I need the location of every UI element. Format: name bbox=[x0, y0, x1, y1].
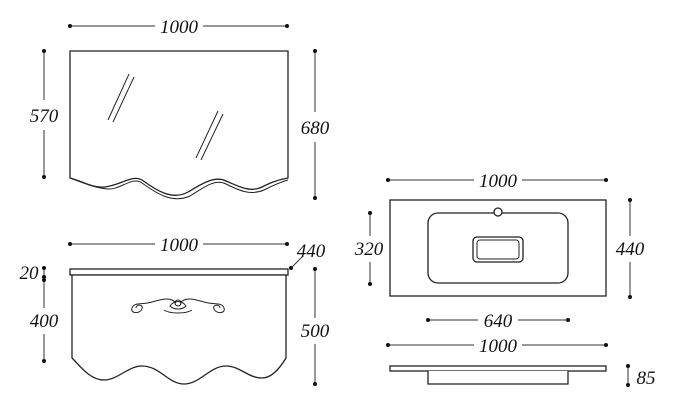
cabinet-top-thickness-label: 20 bbox=[20, 263, 40, 284]
mirror-reflection bbox=[107, 73, 130, 121]
mirror-view: 1000 570 680 bbox=[30, 17, 330, 200]
sink-drain bbox=[472, 236, 524, 263]
mirror-height-dimension: 570 bbox=[30, 49, 59, 179]
sink-side-view: 1000 85 bbox=[386, 336, 656, 389]
sink-side-width-label: 1000 bbox=[479, 336, 518, 357]
mirror-width-label: 1000 bbox=[160, 17, 199, 38]
cabinet-top-thickness-dimension: 20 bbox=[20, 263, 46, 284]
sink-side-width-dimension: 1000 bbox=[386, 336, 608, 357]
sink-top-depth-dimension: 440 bbox=[616, 198, 645, 299]
mirror-outline bbox=[69, 50, 289, 196]
sink-top-view: 1000 440 320 bbox=[354, 171, 645, 332]
sink-side-height-label: 85 bbox=[637, 368, 656, 389]
mirror-total-height-dimension: 680 bbox=[301, 49, 330, 200]
sink-basin-width-dimension: 640 bbox=[426, 311, 570, 332]
cabinet-total-height-label: 500 bbox=[301, 321, 330, 342]
cabinet-width-label: 1000 bbox=[160, 235, 199, 256]
sink-basin-width-label: 640 bbox=[484, 311, 513, 332]
cabinet-body bbox=[71, 274, 287, 385]
mirror-width-dimension: 1000 bbox=[68, 17, 289, 38]
cabinet-depth-label: 440 bbox=[297, 241, 326, 262]
cabinet-body-height-label: 400 bbox=[30, 311, 59, 332]
cabinet-depth-dimension: 440 bbox=[289, 241, 326, 270]
sink-side-height-dimension: 85 bbox=[626, 364, 656, 389]
cabinet-top bbox=[69, 268, 289, 276]
sink-basin-depth-label: 320 bbox=[354, 239, 384, 260]
cabinet-body-height-dimension: 400 bbox=[30, 278, 59, 363]
cabinet-total-height-dimension: 500 bbox=[301, 267, 330, 386]
sink-top-width-label: 1000 bbox=[479, 171, 518, 192]
cabinet-view: 1000 440 20 bbox=[20, 235, 330, 386]
cabinet-width-dimension: 1000 bbox=[68, 235, 289, 256]
sink-side-slab bbox=[389, 365, 607, 372]
sink-basin-depth-dimension: 320 bbox=[354, 211, 384, 286]
sink-top-width-dimension: 1000 bbox=[386, 171, 608, 192]
sink-side-basin bbox=[427, 371, 569, 385]
mirror-total-height-label: 680 bbox=[301, 118, 330, 139]
cabinet-ornament bbox=[131, 298, 225, 314]
sink-top-depth-label: 440 bbox=[616, 239, 645, 260]
mirror-height-label: 570 bbox=[30, 106, 59, 127]
tap-hole-icon bbox=[493, 207, 503, 217]
